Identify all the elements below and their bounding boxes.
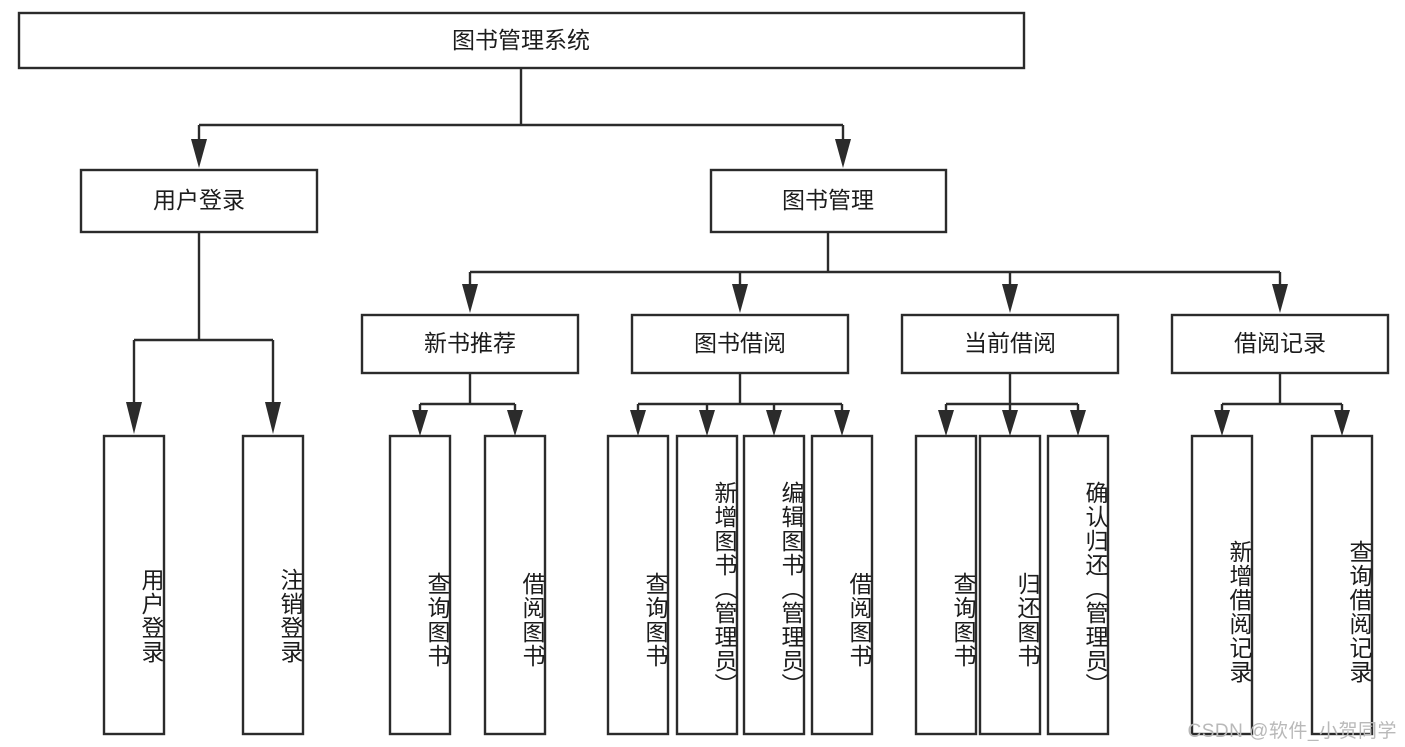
leaf-box-borrow-record-1[interactable] bbox=[1310, 434, 1374, 736]
node-root[interactable]: 图书管理系统 bbox=[17, 11, 1026, 70]
arrow-head-icon bbox=[699, 410, 715, 436]
leaf-box-current-borrow-1[interactable] bbox=[978, 434, 1042, 736]
arrow-head-icon bbox=[1002, 410, 1018, 436]
arrow-head-icon bbox=[938, 410, 954, 436]
arrow-head-icon bbox=[191, 139, 207, 168]
node-borrow-record-label: 借阅记录 bbox=[1234, 330, 1326, 356]
arrow-head-icon bbox=[732, 284, 748, 313]
node-current-borrow-label: 当前借阅 bbox=[964, 330, 1056, 356]
arrow-head-icon bbox=[462, 284, 478, 313]
connector-root-to-level2 bbox=[191, 68, 851, 168]
connector-borrow-record-to-leaves bbox=[1214, 373, 1350, 436]
leaf-box-new-book-1[interactable] bbox=[483, 434, 547, 736]
arrow-head-icon bbox=[766, 410, 782, 436]
node-root-label: 图书管理系统 bbox=[452, 27, 590, 53]
arrow-head-icon bbox=[507, 410, 523, 436]
node-book-borrow[interactable]: 图书借阅 bbox=[630, 313, 850, 375]
connector-book-management-to-level3 bbox=[462, 232, 1288, 313]
leaf-box-new-book-0[interactable] bbox=[388, 434, 452, 736]
node-root-box bbox=[17, 11, 1026, 70]
leaf-box-user-login-1[interactable] bbox=[241, 434, 305, 736]
node-user-login-label: 用户登录 bbox=[153, 187, 245, 213]
leaf-box-current-borrow-2[interactable] bbox=[1046, 434, 1110, 736]
leaf-box-book-borrow-0[interactable] bbox=[606, 434, 670, 736]
arrow-head-icon bbox=[835, 139, 851, 168]
arrow-head-icon bbox=[1334, 410, 1350, 436]
arrow-head-icon bbox=[1214, 410, 1230, 436]
node-new-book-recommend-box bbox=[360, 313, 580, 375]
arrow-head-icon bbox=[630, 410, 646, 436]
node-borrow-record[interactable]: 借阅记录 bbox=[1170, 313, 1390, 375]
node-new-book-recommend[interactable]: 新书推荐 bbox=[360, 313, 580, 375]
connector-user-login-to-leaves bbox=[126, 232, 281, 434]
node-book-management-label: 图书管理 bbox=[782, 187, 874, 213]
node-current-borrow[interactable]: 当前借阅 bbox=[900, 313, 1120, 375]
connector-current-borrow-to-leaves bbox=[938, 373, 1086, 436]
leaf-box-user-login-0[interactable] bbox=[102, 434, 166, 736]
arrow-head-icon bbox=[1272, 284, 1288, 313]
arrow-head-icon bbox=[1002, 284, 1018, 313]
arrow-head-icon bbox=[834, 410, 850, 436]
leaf-box-borrow-record-0[interactable] bbox=[1190, 434, 1254, 736]
connector-book-borrow-to-leaves bbox=[630, 373, 850, 436]
node-current-borrow-box bbox=[900, 313, 1120, 375]
arrow-head-icon bbox=[1070, 410, 1086, 436]
node-book-management[interactable]: 图书管理 bbox=[709, 168, 948, 234]
leaf-box-book-borrow-3[interactable] bbox=[810, 434, 874, 736]
watermark-label: CSDN @软件_小贺同学 bbox=[1187, 721, 1397, 742]
arrow-head-icon bbox=[126, 402, 142, 434]
node-user-login-box bbox=[79, 168, 319, 234]
connector-new-book-recommend-to-leaves bbox=[412, 373, 523, 436]
arrow-head-icon bbox=[412, 410, 428, 436]
arrow-head-icon bbox=[265, 402, 281, 434]
leaf-box-book-borrow-1[interactable] bbox=[675, 434, 739, 736]
leaf-box-current-borrow-0[interactable] bbox=[914, 434, 978, 736]
leaf-box-book-borrow-2[interactable] bbox=[742, 434, 806, 736]
node-book-borrow-label: 图书借阅 bbox=[694, 330, 786, 356]
node-user-login[interactable]: 用户登录 bbox=[79, 168, 319, 234]
node-new-book-recommend-label: 新书推荐 bbox=[424, 330, 516, 356]
